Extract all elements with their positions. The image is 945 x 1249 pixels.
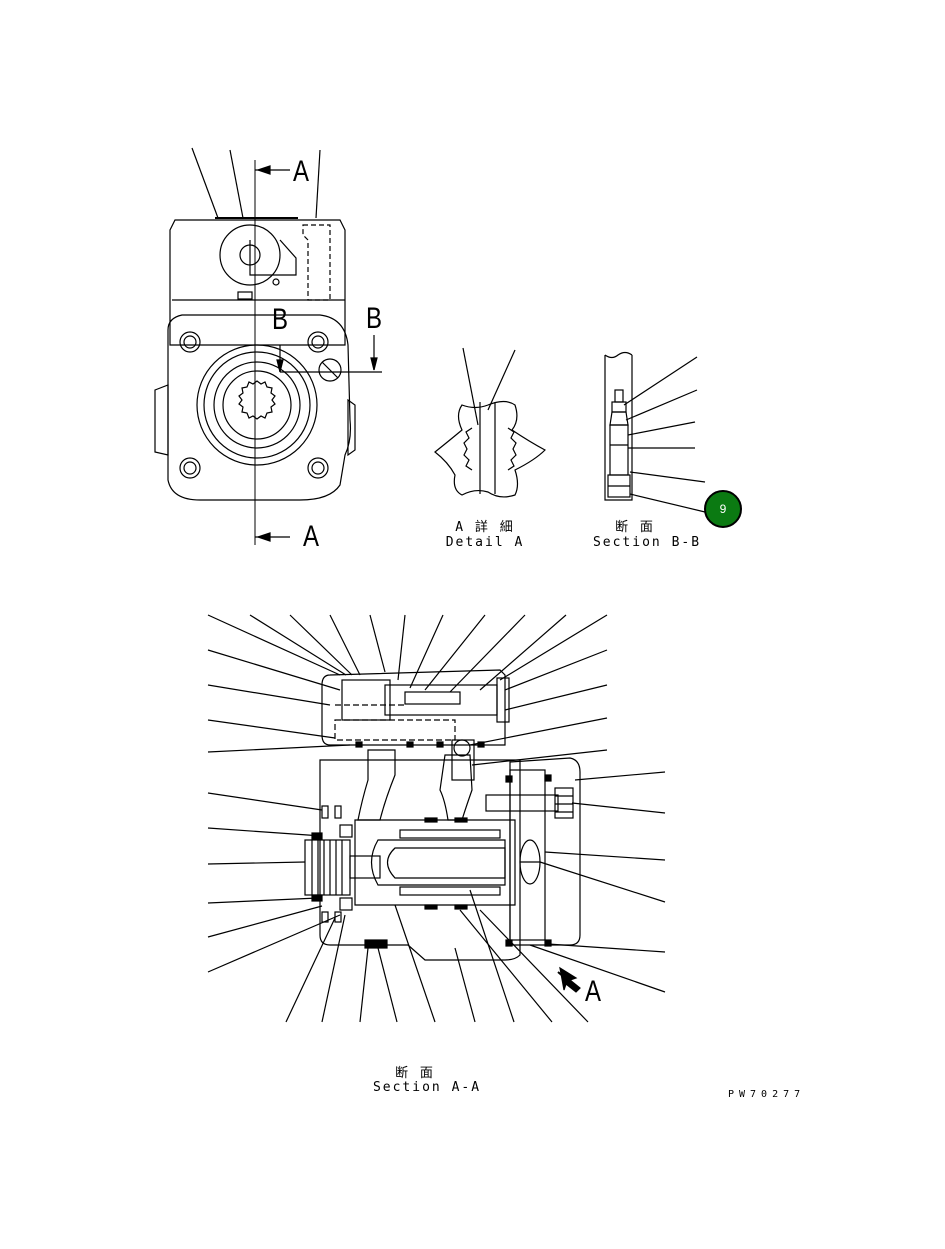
front-view — [154, 147, 382, 545]
section-b-marker-right: B — [366, 302, 383, 335]
detail-a-caption-en: Detail A — [445, 535, 525, 550]
section-aa-view — [207, 614, 666, 1023]
view-arrow-label-a: A — [585, 975, 602, 1008]
section-aa-caption-jp: 断 面 — [395, 1066, 435, 1081]
section-bb-caption-jp: 断 面 — [615, 520, 655, 535]
section-bb-view — [604, 351, 706, 513]
detail-a-caption-jp: A 詳 細 — [455, 520, 515, 535]
detail-a-view — [434, 347, 546, 498]
section-a-marker-bottom: A — [303, 520, 320, 553]
section-a-marker-top: A — [293, 155, 310, 188]
drawing-code: PW70277 — [728, 1089, 806, 1100]
section-b-marker-left: B — [272, 303, 289, 336]
section-aa-caption-en: Section A-A — [372, 1080, 482, 1095]
callout-badge-9[interactable]: 9 — [704, 490, 742, 528]
section-bb-caption-en: Section B-B — [592, 535, 702, 550]
